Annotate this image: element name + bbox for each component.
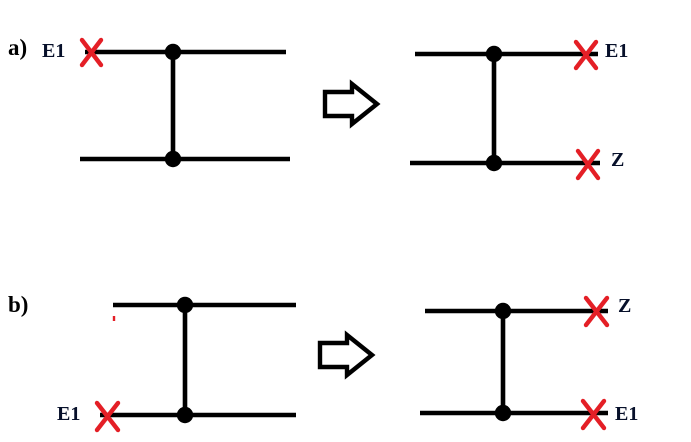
panel-a-right-fault-mark-output-bottom [575, 148, 601, 181]
panel-b-implication-arrow [317, 330, 376, 380]
panel-a-right-diagram [410, 39, 601, 181]
panel-b-right-diagram [420, 295, 610, 431]
panel-a-right-top-junction-dot [485, 45, 503, 63]
panel-b-left-diagram [94, 296, 296, 433]
panel-b-right-top-junction-dot [494, 302, 512, 320]
panel-a-left-top-junction-dot [164, 43, 182, 61]
panel-b-output-label-top: Z [618, 295, 632, 317]
panel-b-left-bottom-junction-dot [176, 406, 194, 424]
panel-a-left-bottom-junction-dot [164, 150, 182, 168]
panel-a-output-label-bottom: Z [611, 149, 625, 171]
panel-b-left-top-junction-dot [176, 296, 194, 314]
panel-b-label: b) [8, 292, 29, 317]
panel-b-output-label-bottom: E1 [615, 403, 639, 425]
panel-a-input-label-top: E1 [42, 40, 66, 62]
panel-a-label: a) [8, 35, 28, 60]
panel-b-right-bottom-junction-dot [494, 404, 512, 422]
panel-b-left-fault-mark-input-bottom [94, 400, 121, 433]
panel-a-output-label-top: E1 [605, 40, 629, 62]
panel-a-right-bottom-junction-dot [485, 154, 503, 172]
panel-a-left-diagram [79, 37, 290, 168]
panel-b-right-fault-mark-output-top [583, 295, 610, 328]
panel-b-input-label-bottom: E1 [57, 403, 81, 425]
panel-b-right-fault-mark-output-bottom [580, 398, 607, 431]
panel-a-left-fault-mark-input-top [79, 37, 104, 68]
panel-a-right-fault-mark-output-top [573, 39, 599, 71]
panel-a-implication-arrow [322, 79, 381, 129]
